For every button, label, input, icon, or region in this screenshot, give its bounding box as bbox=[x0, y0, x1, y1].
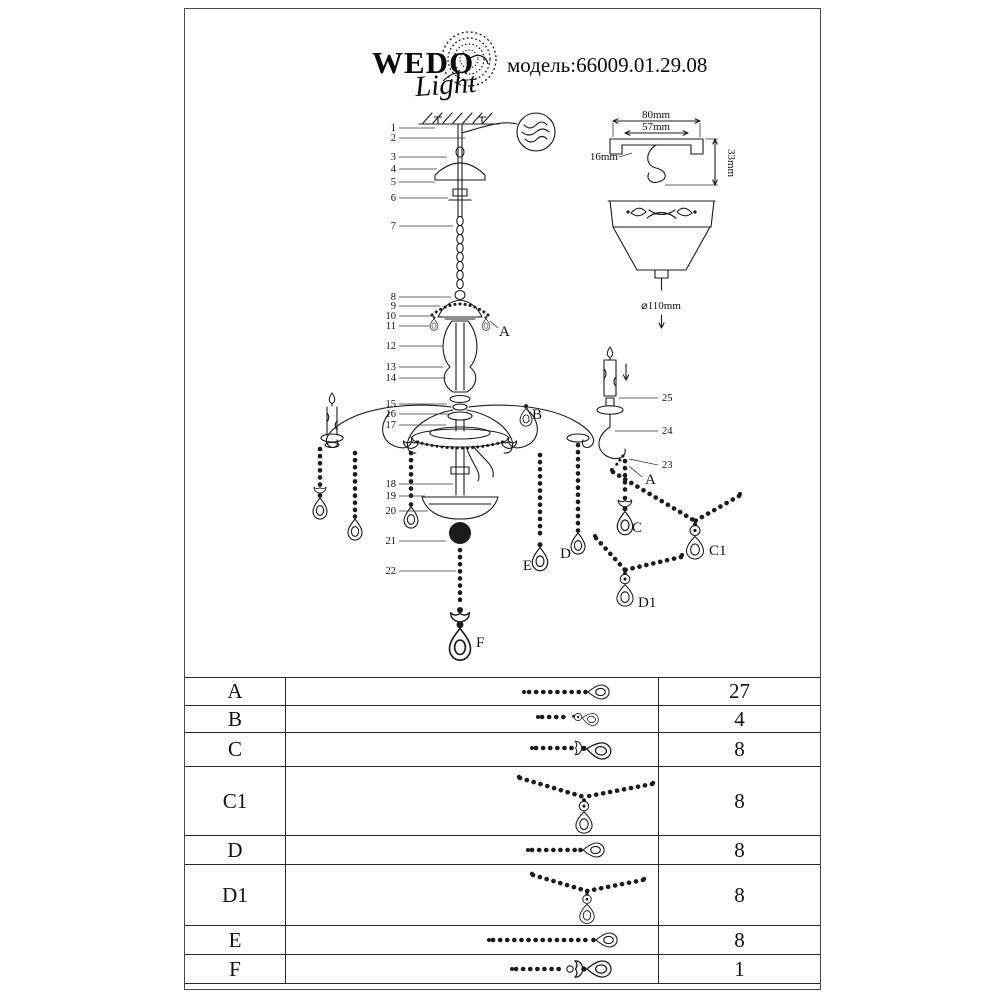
dimension-drawing: 80mm 57mm 16mm 33mm ⌀110mm bbox=[590, 109, 737, 329]
part-quantity: 4 bbox=[734, 706, 745, 731]
part-number-4: 4 bbox=[391, 164, 397, 175]
table-row-e: E 8 bbox=[185, 926, 820, 955]
parts-table: A 27 B 4 C 8 C1 bbox=[185, 677, 820, 984]
part-number-19: 19 bbox=[386, 491, 397, 502]
part-number-18: 18 bbox=[386, 479, 397, 490]
table-row-f: F 1 bbox=[185, 955, 820, 984]
part-number-17: 17 bbox=[386, 420, 397, 431]
part-number-8: 8 bbox=[391, 292, 396, 303]
part-number-22: 22 bbox=[386, 566, 397, 577]
part-image-c bbox=[286, 733, 659, 766]
label-A: A bbox=[499, 324, 510, 340]
part-number-23: 23 bbox=[662, 460, 673, 471]
part-letter: C bbox=[227, 737, 242, 761]
part-number-24: 24 bbox=[662, 426, 673, 437]
ceiling-mount bbox=[418, 112, 500, 125]
middle-plate bbox=[411, 426, 509, 482]
model-label: модель:66009.01.29.08 bbox=[507, 53, 708, 77]
part-image-e bbox=[286, 926, 659, 954]
table-row-a: A 27 bbox=[185, 678, 820, 706]
lower-body bbox=[421, 446, 499, 661]
part-number-10: 10 bbox=[386, 311, 397, 322]
label-C1: C1 bbox=[709, 543, 727, 559]
label-D: D bbox=[560, 546, 571, 562]
part-number-16: 16 bbox=[386, 409, 397, 420]
candle-detail bbox=[596, 346, 630, 460]
part-number-25: 25 bbox=[662, 393, 673, 404]
table-row-c: C 8 bbox=[185, 733, 820, 767]
dimension-110mm: ⌀110mm bbox=[641, 300, 681, 312]
label-C: C bbox=[632, 520, 642, 536]
part-quantity: 8 bbox=[734, 927, 745, 952]
dimension-33mm: 33mm bbox=[725, 149, 737, 178]
label-F: F bbox=[476, 635, 484, 651]
part-letter: D bbox=[227, 837, 243, 862]
part-quantity: 8 bbox=[734, 788, 745, 813]
table-row-c1: C1 8 bbox=[185, 767, 820, 836]
part-letter: A bbox=[227, 679, 243, 703]
part-number-3: 3 bbox=[391, 152, 396, 163]
part-image-d bbox=[286, 836, 659, 864]
part-number-20: 20 bbox=[386, 506, 397, 517]
leader-lines bbox=[399, 127, 659, 572]
brand-name: WEDO bbox=[372, 45, 475, 80]
part-number-15: 15 bbox=[386, 399, 397, 410]
part-image-c1 bbox=[286, 767, 659, 835]
part-number-12: 12 bbox=[386, 341, 397, 352]
label-A2: A bbox=[645, 472, 656, 488]
label-D1: D1 bbox=[638, 595, 656, 611]
part-number-5: 5 bbox=[391, 177, 396, 188]
part-letter: F bbox=[229, 956, 241, 981]
logo-swirl-icon bbox=[441, 31, 497, 87]
label-B: B bbox=[532, 407, 542, 423]
table-row-d: D 8 bbox=[185, 836, 820, 865]
dimension-57mm: 57mm bbox=[642, 121, 671, 133]
part-number-11: 11 bbox=[386, 321, 396, 332]
part-quantity: 1 bbox=[734, 956, 745, 981]
part-letter: B bbox=[227, 706, 242, 731]
hanging-chain bbox=[456, 215, 464, 290]
brand-script: Light bbox=[413, 66, 478, 104]
part-quantity: 8 bbox=[734, 737, 745, 761]
part-number-9: 9 bbox=[391, 301, 396, 312]
part-image-a bbox=[286, 678, 659, 705]
part-image-b bbox=[286, 706, 659, 732]
part-letter: D1 bbox=[222, 882, 248, 907]
part-number-21: 21 bbox=[386, 536, 397, 547]
part-number-6: 6 bbox=[391, 193, 396, 204]
part-number-2: 2 bbox=[391, 133, 396, 144]
part-quantity: 8 bbox=[734, 882, 745, 907]
table-row-b: B 4 bbox=[185, 706, 820, 733]
candle-left bbox=[320, 392, 344, 449]
chandelier-diagram: 80mm 57mm 16mm 33mm ⌀110mm 1 2 3 4 5 6 7 bbox=[312, 109, 742, 661]
crystal-strands bbox=[312, 442, 742, 607]
part-number-7: 7 bbox=[391, 221, 396, 232]
part-letter: E bbox=[228, 927, 242, 952]
part-image-f bbox=[286, 955, 659, 983]
part-numbers: 1 2 3 4 5 6 7 8 9 10 11 12 13 14 15 16 1… bbox=[386, 123, 674, 577]
part-quantity: 8 bbox=[734, 837, 745, 862]
crown bbox=[429, 289, 491, 331]
part-number-1: 1 bbox=[391, 123, 396, 134]
part-image-d1 bbox=[286, 865, 659, 925]
part-quantity: 27 bbox=[729, 679, 750, 703]
part-number-14: 14 bbox=[386, 373, 397, 384]
table-row-d1: D1 8 bbox=[185, 865, 820, 926]
crystal-labels: A B A C C1 D E D1 F bbox=[476, 324, 727, 651]
label-E: E bbox=[523, 558, 532, 574]
part-number-13: 13 bbox=[386, 362, 397, 373]
canopy-assembly bbox=[434, 112, 556, 218]
dimension-16mm: 16mm bbox=[590, 151, 619, 163]
instruction-sheet: WEDO Light модель:66009.01.29.08 bbox=[184, 8, 821, 990]
part-letter: C1 bbox=[222, 788, 248, 813]
center-column bbox=[442, 320, 478, 432]
dimension-80mm: 80mm bbox=[642, 109, 671, 121]
